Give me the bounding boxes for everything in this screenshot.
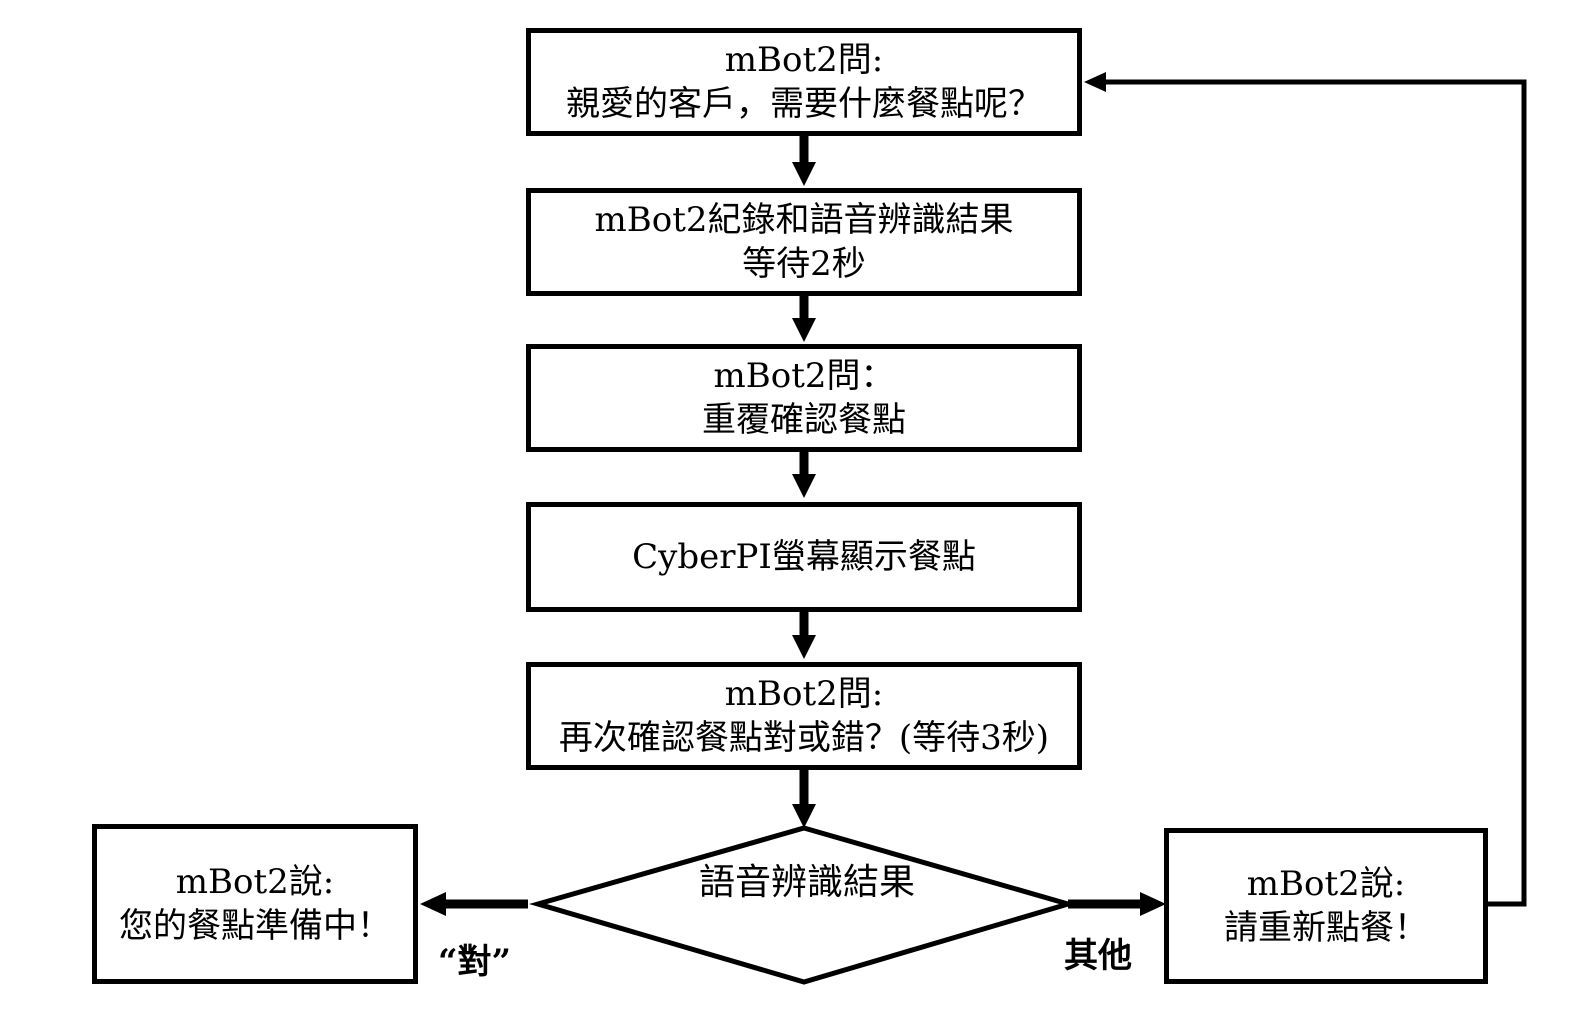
arrow-ask-to-record — [792, 134, 816, 186]
node-display-order: CyberPI螢幕顯示餐點 — [526, 502, 1082, 612]
arrow-decision-to-reorder — [1068, 892, 1166, 916]
decision-diamond — [529, 825, 1077, 985]
node-record-result-line1: mBot2紀錄和語音辨識結果 — [594, 200, 1014, 240]
edge-label-other: 其他 — [1064, 936, 1132, 976]
arrow-record-to-repeat — [792, 295, 816, 342]
node-preparing-line1: mBot2說: — [175, 862, 335, 902]
node-reorder-line1: mBot2說: — [1246, 864, 1406, 904]
edge-label-yes: “對” — [438, 942, 512, 982]
arrow-repeat-to-display — [792, 451, 816, 498]
node-repeat-confirm: mBot2問： 重覆確認餐點 — [526, 344, 1082, 452]
node-ask-order-line1: mBot2問: — [724, 40, 884, 80]
node-confirm-again-line2: 再次確認餐點對或錯？(等待3秒) — [558, 718, 1050, 758]
node-reorder: mBot2說: 請重新點餐！ — [1164, 828, 1488, 984]
arrow-display-to-confirm — [792, 612, 816, 659]
node-repeat-confirm-line1: mBot2問： — [713, 356, 895, 396]
arrow-reorder-loop-back — [1084, 72, 1527, 907]
decision-label: 語音辨識結果 — [698, 862, 915, 903]
node-confirm-again: mBot2問: 再次確認餐點對或錯？(等待3秒) — [526, 662, 1082, 770]
node-preparing: mBot2說: 您的餐點準備中！ — [92, 824, 418, 984]
node-ask-order-line2: 親愛的客戶，需要什麼餐點呢？ — [566, 84, 1042, 124]
node-confirm-again-line1: mBot2問: — [724, 674, 884, 714]
arrow-confirm-to-decision — [792, 770, 816, 828]
node-display-order-line1: CyberPI螢幕顯示餐點 — [632, 537, 976, 577]
node-repeat-confirm-line2: 重覆確認餐點 — [702, 400, 906, 440]
node-reorder-line2: 請重新點餐！ — [1224, 908, 1428, 948]
arrow-decision-to-preparing — [420, 892, 528, 916]
node-ask-order: mBot2問: 親愛的客戶，需要什麼餐點呢？ — [526, 28, 1082, 136]
node-record-result-line2: 等待2秒 — [742, 244, 866, 284]
node-preparing-line2: 您的餐點準備中！ — [119, 906, 391, 946]
node-record-result: mBot2紀錄和語音辨識結果 等待2秒 — [526, 188, 1082, 296]
